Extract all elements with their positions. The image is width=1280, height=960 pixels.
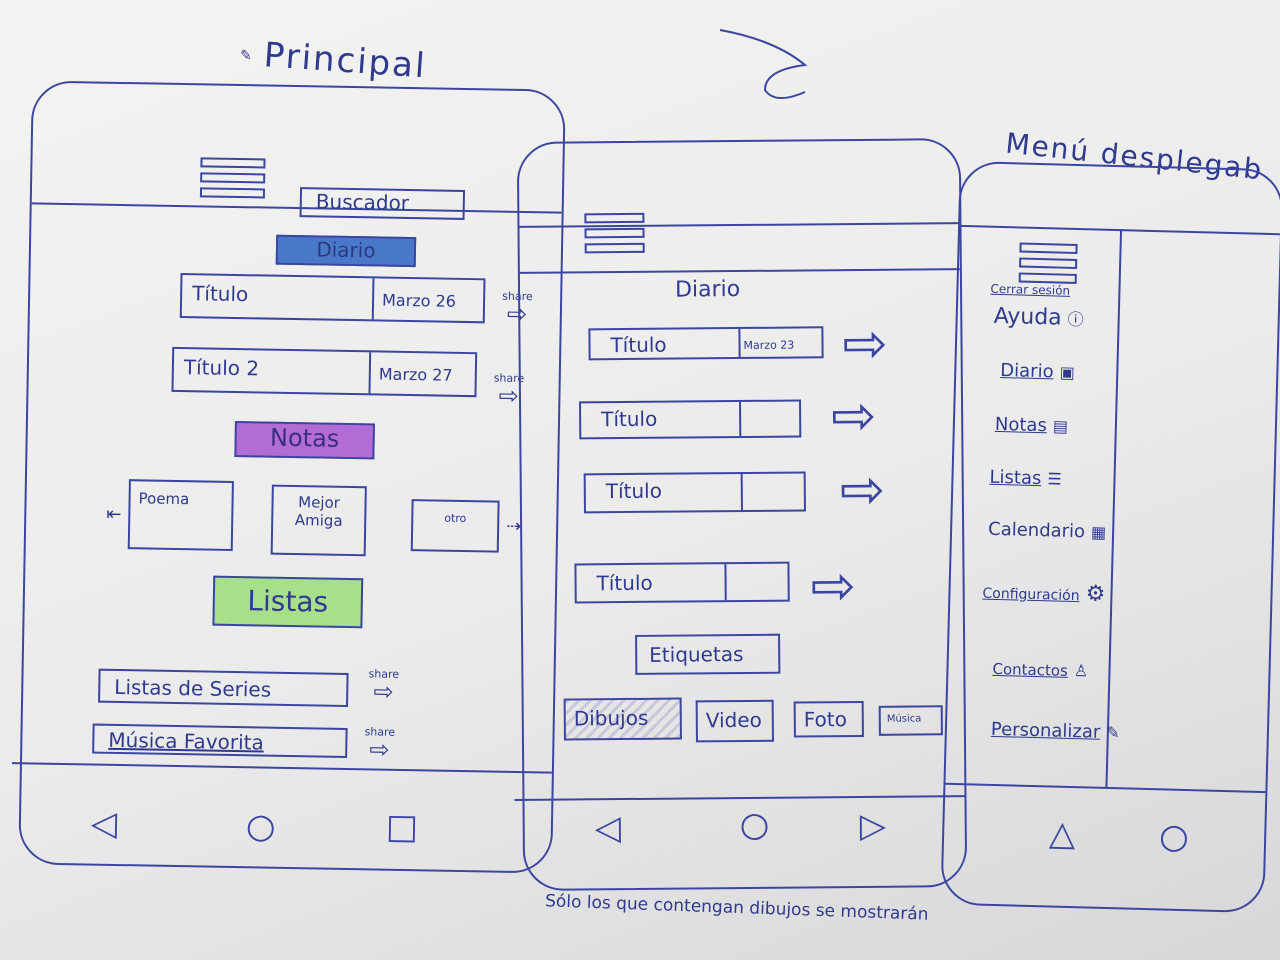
header-divider (519, 268, 960, 274)
scroll-left-arrow-icon[interactable]: ⇤ (106, 503, 122, 526)
diario-entry[interactable]: Título (583, 471, 806, 514)
home-nav-icon[interactable]: ○ (739, 804, 770, 846)
lista-item-series[interactable]: Listas de Series (98, 668, 349, 708)
section-listas[interactable]: Listas (212, 575, 364, 629)
tag-video[interactable]: Video (695, 699, 774, 743)
open-entry-arrow-icon[interactable]: ⇨ (810, 554, 857, 618)
tags-button[interactable]: Etiquetas (635, 633, 781, 675)
diario-entry[interactable]: Título Marzo 23 (588, 326, 824, 361)
menu-label: Diario (1000, 360, 1054, 383)
share-arrow-icon: ⇨ (373, 677, 394, 706)
menu-label: Notas (994, 413, 1048, 437)
back-nav-icon[interactable]: △ (1048, 813, 1076, 855)
menu-item-contactos[interactable]: Contactos♙ (992, 659, 1088, 680)
menu-item-listas[interactable]: Listas☰ (989, 467, 1062, 490)
forward-nav-icon[interactable]: ▷ (859, 805, 887, 846)
menu-item-notas[interactable]: Notas▤ (995, 414, 1069, 437)
hamburger-menu-icon[interactable] (199, 157, 266, 203)
person-icon: ♙ (1073, 661, 1089, 681)
diario-header: Diario (674, 277, 741, 303)
share-button[interactable]: share⇨ (368, 667, 399, 706)
tag-musica[interactable]: Música (878, 705, 943, 736)
diario-entry-1[interactable]: Título Marzo 26 (179, 273, 486, 324)
menu-label: Personalizar (990, 718, 1101, 743)
phone-principal: Buscador Diario Título Marzo 26 share⇨ T… (11, 80, 566, 874)
nota-card-otro[interactable]: otro (410, 499, 500, 553)
diario-entry[interactable]: Título (574, 561, 790, 604)
menu-item-calendario[interactable]: Calendario▦ (988, 519, 1107, 543)
book-icon: ▣ (1059, 362, 1075, 382)
home-nav-icon[interactable]: ○ (1158, 816, 1190, 858)
tag-foto[interactable]: Foto (793, 700, 864, 738)
menu-item-configuracion[interactable]: Configuración⚙ (982, 579, 1106, 607)
menu-label: Calendario (987, 518, 1086, 543)
entry-title: Título (610, 332, 667, 358)
share-button[interactable]: share⇨ (364, 725, 395, 764)
home-nav-icon[interactable]: ○ (245, 806, 276, 847)
section-diario[interactable]: Diario (275, 234, 417, 268)
open-entry-arrow-icon[interactable]: ⇨ (839, 457, 886, 522)
header-divider (31, 202, 562, 214)
diario-entry[interactable]: Título (579, 399, 802, 440)
search-input[interactable]: Buscador (299, 187, 466, 220)
swirl-scribble (719, 29, 808, 99)
back-nav-icon[interactable]: ◁ (594, 808, 622, 849)
nota-card-mejor-amiga[interactable]: Mejor Amiga (270, 484, 367, 557)
back-nav-icon[interactable]: ◁ (90, 803, 118, 844)
entry-date: Marzo 26 (381, 290, 457, 311)
share-arrow-icon: ⇨ (369, 735, 390, 764)
entry-date: Marzo 23 (743, 338, 795, 352)
entry-title: Título (601, 406, 658, 432)
menu-panel-edge (1105, 229, 1123, 789)
entry-title: Título (596, 570, 653, 596)
gear-icon: ⚙ (1085, 581, 1106, 607)
diario-entry-2[interactable]: Título 2 Marzo 27 (171, 346, 478, 398)
open-entry-arrow-icon[interactable]: ⇨ (842, 311, 889, 376)
entry-title: Título (191, 281, 249, 307)
phone-diario: Diario Título Marzo 23 ⇨ Título ⇨ Título… (514, 138, 968, 891)
menu-item-personalizar[interactable]: Personalizar✎ (991, 719, 1120, 743)
help-icon: ⓘ (1067, 309, 1084, 330)
entry-date: Marzo 27 (378, 364, 453, 385)
tag-dibujos[interactable]: Dibujos (563, 697, 682, 741)
lista-item-musica[interactable]: Música Favorita (92, 723, 348, 759)
note-icon: ▤ (1052, 416, 1069, 436)
menu-label: Configuración (982, 585, 1080, 605)
menu-label: Listas (989, 466, 1042, 490)
menu-label: Ayuda (993, 303, 1063, 331)
open-entry-arrow-icon[interactable]: ⇨ (830, 383, 877, 448)
section-notas[interactable]: Notas (234, 420, 375, 460)
calendar-icon: ▦ (1090, 522, 1107, 542)
scribble-mark: ✎ (239, 47, 255, 64)
nota-card-poema[interactable]: Poema (127, 479, 234, 551)
menu-item-diario[interactable]: Diario▣ (1000, 360, 1075, 383)
brush-icon: ✎ (1106, 722, 1120, 743)
entry-title: Título (605, 478, 662, 504)
entry-title: Título 2 (183, 355, 260, 381)
list-icon: ☰ (1047, 469, 1062, 489)
navbar-divider (11, 762, 552, 774)
hamburger-menu-icon[interactable] (584, 212, 645, 259)
menu-label: Contactos (992, 659, 1069, 680)
navbar-divider (514, 795, 965, 801)
close-session-link[interactable]: Cerrar sesión (990, 281, 1071, 298)
recents-nav-icon[interactable]: □ (385, 806, 419, 848)
